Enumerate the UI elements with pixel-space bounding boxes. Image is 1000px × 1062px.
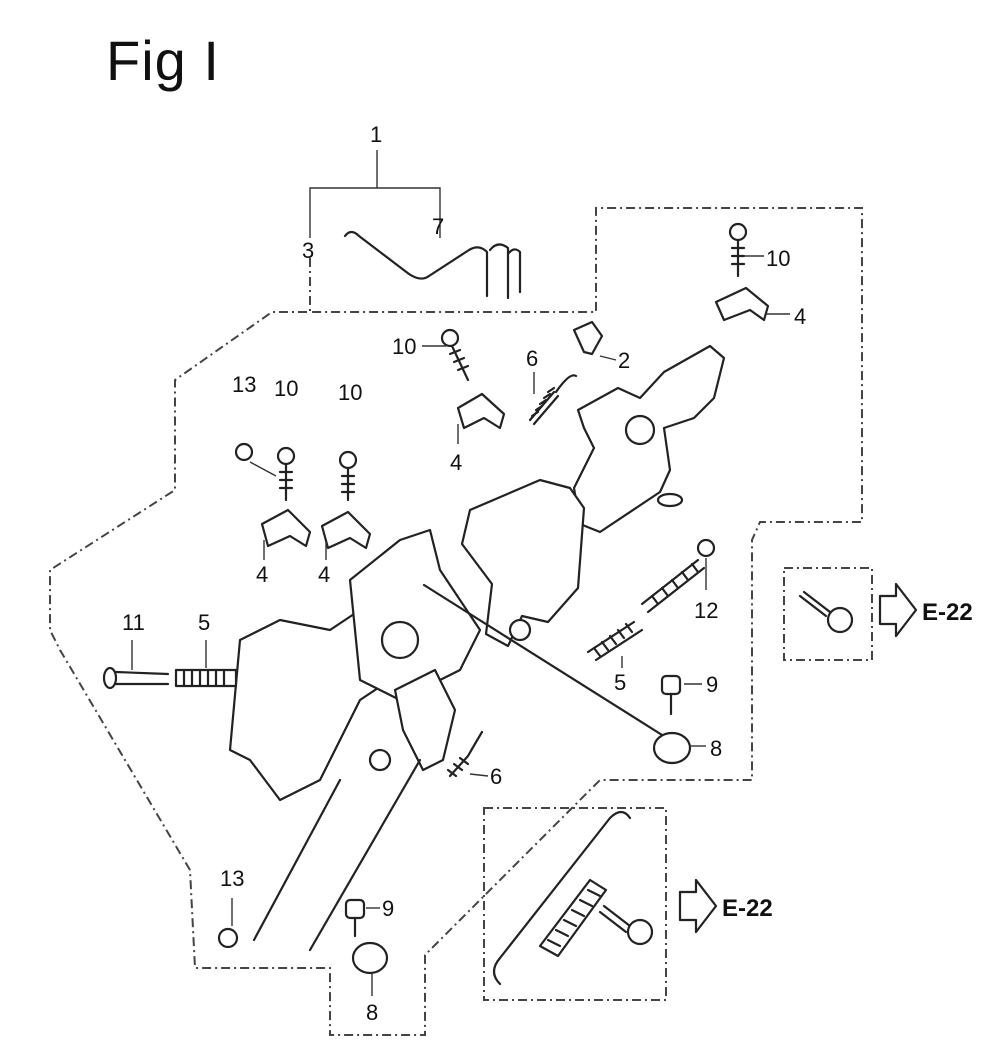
throttle-rod — [343, 230, 522, 300]
callout-7: 7 — [432, 214, 444, 239]
bolt-10-left-a — [276, 446, 296, 502]
callout-10-top-right: 10 — [766, 246, 790, 271]
mounting-bracket — [348, 528, 482, 702]
callout-4-left-b: 4 — [318, 562, 330, 587]
spring-5-right — [586, 620, 644, 662]
governor-bracket — [460, 478, 586, 648]
knob-8-bottom — [351, 941, 389, 975]
bolt-10-left-b — [338, 450, 358, 502]
inset-top-bolt — [798, 590, 854, 634]
nut-13-bottom — [217, 927, 239, 949]
arm-plate — [393, 668, 457, 772]
arm-hole — [368, 748, 392, 772]
callout-13-top: 13 — [232, 372, 256, 397]
callout-4-left-a: 4 — [256, 562, 268, 587]
inset-bottom-bolt — [598, 904, 654, 946]
clamp-4-middle — [456, 392, 506, 430]
knob-8-right — [652, 731, 692, 765]
leader-lines — [131, 255, 790, 996]
spring-12 — [640, 538, 716, 614]
linkage-rod — [422, 583, 672, 742]
bolt-10-middle — [440, 328, 470, 382]
callout-11: 11 — [122, 610, 145, 635]
ref-label-top: E-22 — [922, 599, 973, 626]
callout-13-bottom: 13 — [220, 866, 244, 891]
callout-1: 1 — [370, 122, 382, 147]
bolt-11 — [102, 666, 170, 690]
callout-6-lower: 6 — [490, 764, 502, 789]
callout-8-bottom: 8 — [366, 1000, 378, 1025]
pivot-hole — [624, 414, 656, 446]
callout-3: 3 — [302, 238, 314, 263]
callout-4-top-right: 4 — [794, 304, 806, 329]
inset-box-top — [783, 567, 873, 661]
clamp-4-left-a — [260, 508, 312, 548]
shaft-hole — [380, 620, 420, 660]
callout-10-middle: 10 — [392, 334, 416, 359]
callout-4-middle: 4 — [450, 450, 462, 475]
callout-6-upper: 6 — [526, 346, 538, 371]
bolt-9-bottom — [344, 898, 366, 938]
ref-arrow-bottom — [678, 878, 718, 934]
ref-arrow-top — [878, 582, 918, 638]
callout-5-left: 5 — [198, 610, 210, 635]
assembly-boundary — [49, 207, 863, 1036]
spring-5-left — [174, 668, 238, 688]
bolt-10-top-right — [728, 222, 748, 278]
callout-2: 2 — [618, 348, 630, 373]
clamp-4-top-right — [714, 286, 770, 322]
spring-6-upper — [528, 374, 578, 426]
callout-10-left-b: 10 — [338, 380, 362, 405]
slot-hole — [656, 492, 684, 508]
inset-box-bottom — [483, 807, 667, 1001]
nut-13-top — [234, 442, 254, 462]
clamp-4-left-b — [320, 510, 372, 550]
spring-6-lower — [446, 730, 484, 778]
ref-label-bottom: E-22 — [722, 895, 773, 922]
callout-10-left-a: 10 — [274, 376, 298, 401]
group-bracket-1 — [309, 150, 441, 238]
callout-9-right: 9 — [706, 672, 718, 697]
inset-bottom-spring — [492, 810, 632, 986]
bracket-hole — [508, 618, 532, 642]
figure-title: Fig I — [106, 29, 220, 92]
bolt-9-right — [660, 674, 682, 716]
link-part-2 — [572, 320, 604, 356]
callout-5-right: 5 — [614, 670, 626, 695]
callout-12: 12 — [694, 598, 718, 623]
lower-rod-b — [308, 758, 422, 952]
callout-8-right: 8 — [710, 736, 722, 761]
lower-rod-a — [252, 778, 342, 942]
callout-9-bottom: 9 — [382, 896, 394, 921]
